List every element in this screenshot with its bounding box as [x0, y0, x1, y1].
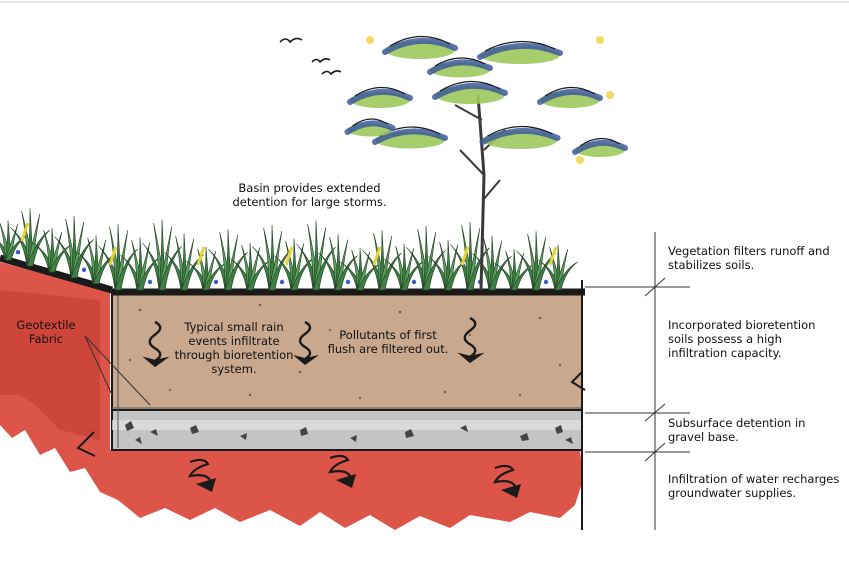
label-pollutants-line-1: Pollutants of first [339, 328, 437, 342]
label-soils-line-2: soils possess a high [668, 332, 782, 346]
bird-icon [279, 37, 342, 76]
label-geotextile-line-2: Fabric [28, 332, 64, 346]
label-soils-line-3: infiltration capacity. [668, 346, 782, 360]
label-infiltration: Infiltration of water recharges groundwa… [668, 472, 839, 500]
label-soils-line-1: Incorporated bioretention [668, 318, 816, 332]
label-pollutants-line-2: flush are filtered out. [327, 342, 449, 356]
label-basin-line-1: Basin provides extended [238, 181, 381, 195]
edge-break-mark [570, 371, 586, 391]
label-infiltration-line-1: Infiltration of water recharges [668, 472, 840, 486]
gravel-stones [125, 421, 573, 444]
label-small-rain-line-2: events infiltrate [188, 334, 280, 348]
label-infiltration-line-2: groundwater supplies. [668, 486, 797, 500]
label-small-rain: Typical small rain events infiltrate thr… [170, 320, 298, 376]
label-subsurface-line-1: Subsurface detention in [668, 416, 806, 430]
gravel-highlight [112, 420, 582, 430]
label-geotextile-line-1: Geotextile [16, 318, 76, 332]
leader-lines [84, 232, 690, 530]
water-arrow-icon [142, 316, 521, 498]
grass-icon [0, 208, 578, 291]
soil-speckles [128, 303, 562, 400]
label-pollutants: Pollutants of first flush are filtered o… [322, 328, 454, 356]
label-subsurface: Subsurface detention in gravel base. [668, 416, 805, 444]
label-soils: Incorporated bioretention soils possess … [668, 318, 815, 360]
label-small-rain-line-3: through bioretention [174, 348, 294, 362]
earth-shade [0, 290, 100, 440]
label-vegetation-line-2: stabilizes soils. [668, 258, 755, 272]
tree-icon [344, 35, 628, 291]
left-break-mark [76, 431, 96, 457]
label-basin-line-2: detention for large storms. [232, 195, 387, 209]
label-vegetation-line-1: Vegetation filters runoff and [668, 244, 830, 258]
bioretention-soil [111, 291, 583, 411]
label-small-rain-line-4: system. [211, 362, 257, 376]
label-small-rain-line-1: Typical small rain [184, 320, 284, 334]
label-subsurface-line-2: gravel base. [668, 430, 739, 444]
label-geotextile: Geotextile Fabric [6, 318, 86, 346]
earth-layer [0, 262, 583, 530]
label-vegetation: Vegetation filters runoff and stabilizes… [668, 244, 830, 272]
ground-surface-left [0, 254, 113, 294]
label-basin: Basin provides extended detention for la… [222, 181, 397, 209]
